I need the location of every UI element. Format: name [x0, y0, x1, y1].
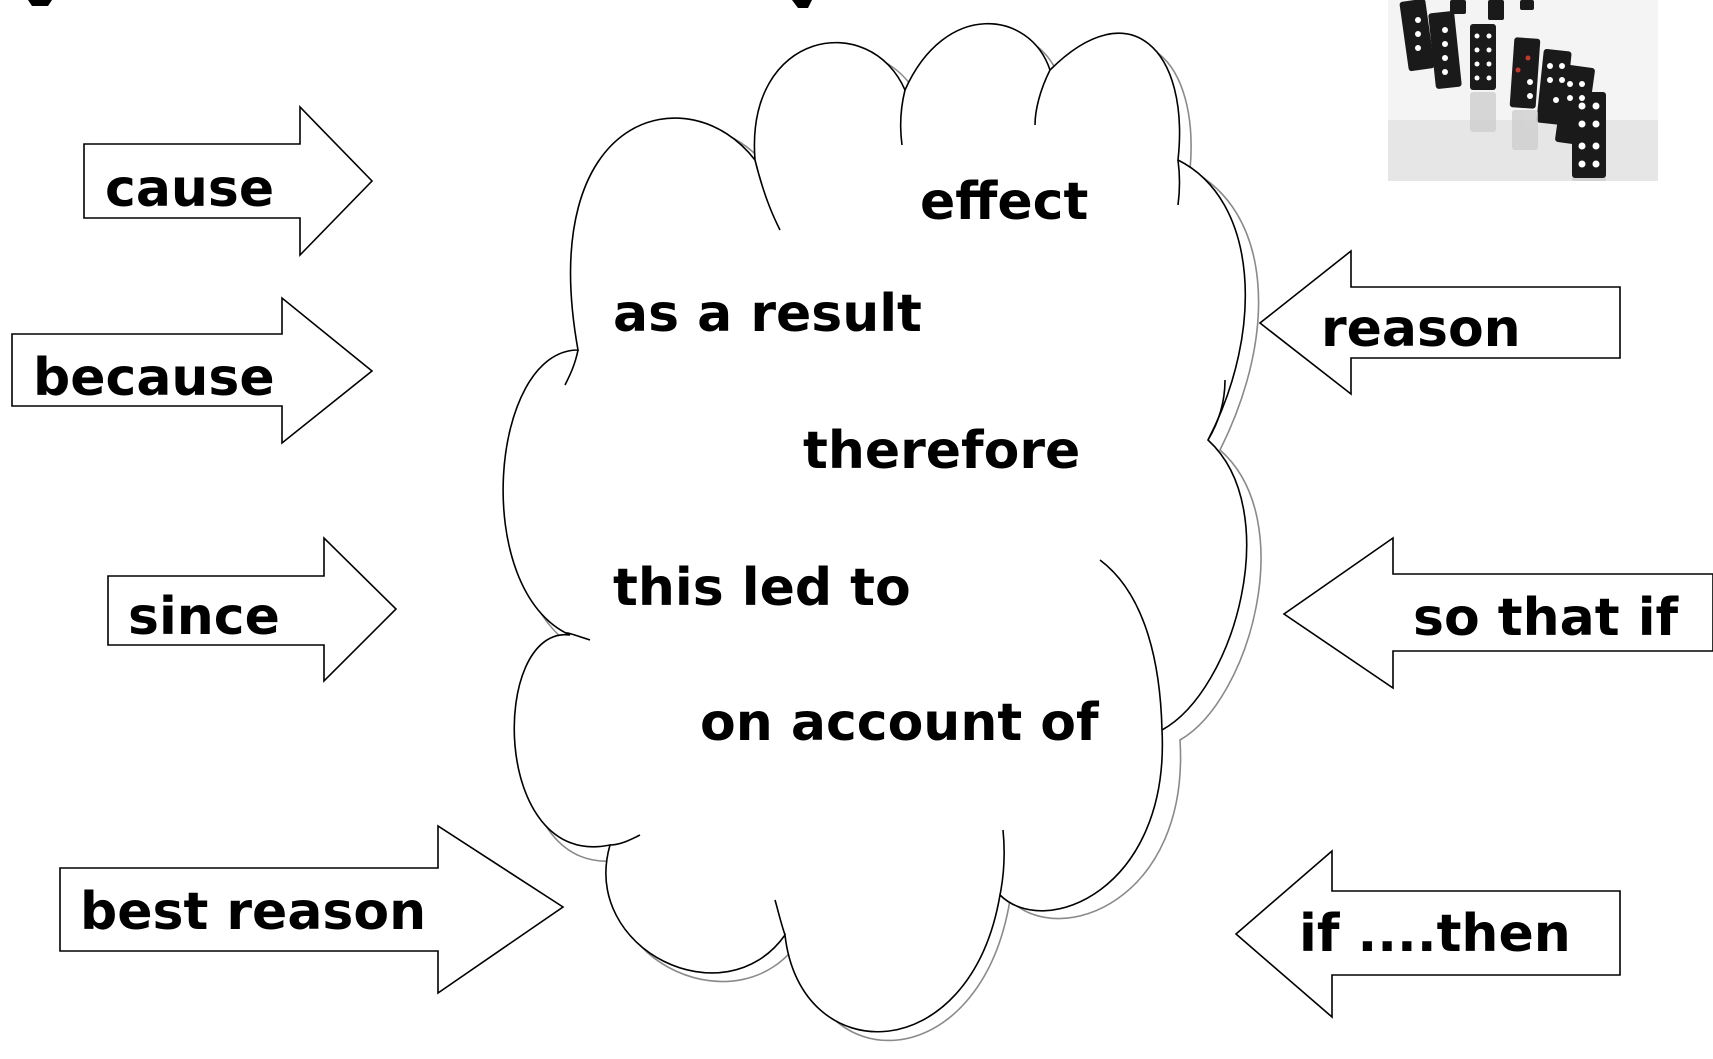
thought-cloud: [502, 22, 1248, 1033]
cloud-word-effect: effect: [920, 172, 1088, 232]
arrow-label-since: since: [128, 587, 280, 647]
arrow-label-cause: cause: [105, 159, 274, 219]
arrow-reason: reason: [1258, 249, 1621, 396]
cloud-word-this-led-to: this led to: [613, 558, 911, 618]
arrow-best-reason: best reason: [59, 824, 565, 995]
dominoes-icon: [1388, 0, 1658, 181]
cloud-word-as-a-result: as a result: [613, 284, 922, 344]
arrow-label-because: because: [33, 348, 275, 408]
arrow-because: because: [11, 296, 374, 445]
arrow-cause: cause: [83, 105, 374, 257]
cloud-word-on-account-of: on account of: [700, 693, 1100, 753]
arrow-label-reason: reason: [1321, 299, 1521, 359]
arrow-label-if-then: if ....then: [1299, 904, 1571, 964]
arrow-label-so-that-if: so that if: [1413, 588, 1680, 648]
arrow-so-that-if: so that if: [1282, 536, 1713, 690]
cloud-word-therefore: therefore: [803, 421, 1080, 481]
title-fragment: [28, 0, 812, 8]
arrow-since: since: [107, 536, 398, 683]
arrow-label-best-reason: best reason: [80, 882, 426, 942]
arrow-if-then: if ....then: [1234, 849, 1621, 1019]
